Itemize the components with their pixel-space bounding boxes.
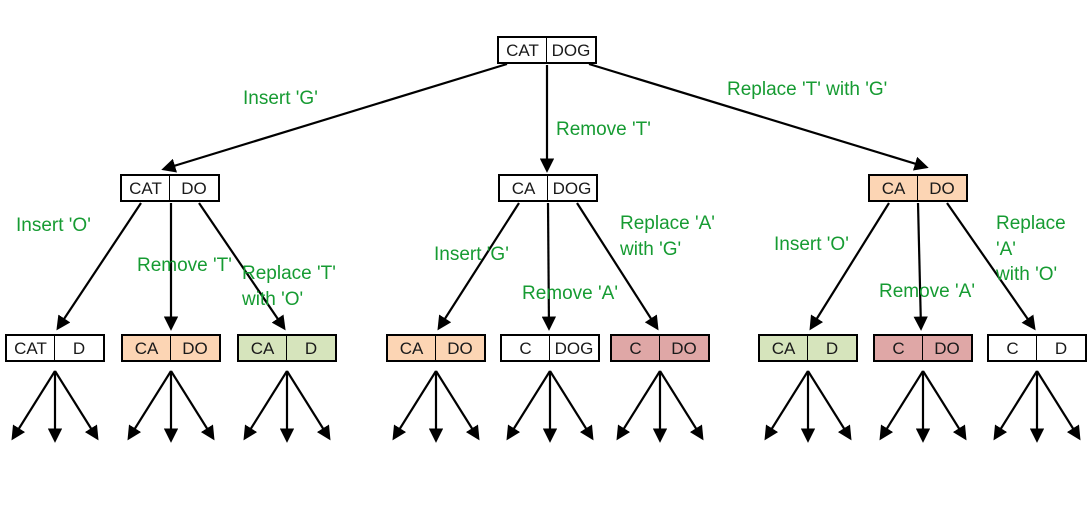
node-l3-c-do-1: C DO <box>610 334 710 362</box>
node-l2-cat-do: CAT DO <box>120 174 220 202</box>
node-cell-right: DO <box>181 178 207 198</box>
node-cell-right: DO <box>934 338 960 358</box>
node-cell-right: DO <box>929 178 955 198</box>
edge-label: Remove 'A' <box>879 281 975 302</box>
node-cell-left: C <box>502 336 550 360</box>
edge-label: Insert 'O' <box>16 215 91 236</box>
node-cell-right: DO <box>447 338 473 358</box>
edge-label: Insert 'O' <box>774 234 849 255</box>
node-l3-ca-do-1: CA DO <box>121 334 221 362</box>
edge-label: Replace 'A' with 'O' <box>996 213 1066 286</box>
node-cell-left: C <box>612 336 660 360</box>
node-cell-left: CA <box>500 176 548 200</box>
node-cell-left: C <box>875 336 923 360</box>
node-l3-c-d: C D <box>987 334 1087 362</box>
node-l3-c-do-2: C DO <box>873 334 973 362</box>
node-cell-right: DOG <box>552 178 592 198</box>
edge-label: Insert 'G' <box>434 244 509 265</box>
edge-label: Replace 'T' with 'G' <box>727 79 888 100</box>
edge-label: Replace 'T' with 'O' <box>242 263 336 310</box>
node-cell-left: CA <box>239 336 287 360</box>
node-cell-right: D <box>1054 338 1068 358</box>
node-cell-left: CAT <box>7 336 55 360</box>
edge-label: Insert 'G' <box>243 88 318 109</box>
node-l3-ca-do-2: CA DO <box>386 334 486 362</box>
node-cell-left: CAT <box>122 176 170 200</box>
node-l3-ca-d-1: CA D <box>237 334 337 362</box>
node-cell-left: CA <box>760 336 808 360</box>
node-l3-c-dog: C DOG <box>500 334 600 362</box>
level2-to-level3-arrows <box>56 202 1036 331</box>
node-cell-right: D <box>304 338 318 358</box>
node-l3-ca-d-2: CA D <box>758 334 858 362</box>
node-cell-left: CA <box>870 176 918 200</box>
edge-label: Remove 'T' <box>556 119 651 140</box>
edge-label: Replace 'A' with 'G' <box>620 213 715 260</box>
node-l2-ca-do: CA DO <box>868 174 968 202</box>
node-cell-right: DO <box>671 338 697 358</box>
node-cell-right: D <box>72 338 86 358</box>
node-cell-right: DOG <box>554 338 594 358</box>
root-to-level2-arrows <box>161 62 929 173</box>
node-root-cat-dog: CAT DOG <box>497 36 597 64</box>
node-cell-left: CA <box>123 336 171 360</box>
node-l2-ca-dog: CA DOG <box>498 174 598 202</box>
edge-label: Remove 'T' <box>137 255 232 276</box>
node-cell-left: CAT <box>499 38 547 62</box>
edge-label: Remove 'A' <box>522 283 618 304</box>
node-cell-left: C <box>989 336 1037 360</box>
continuation-fan-arrows <box>11 370 1081 443</box>
node-cell-right: DO <box>182 338 208 358</box>
node-l3-cat-d: CAT D <box>5 334 105 362</box>
node-cell-right: DOG <box>551 40 591 60</box>
node-cell-left: CA <box>388 336 436 360</box>
node-cell-right: D <box>825 338 839 358</box>
